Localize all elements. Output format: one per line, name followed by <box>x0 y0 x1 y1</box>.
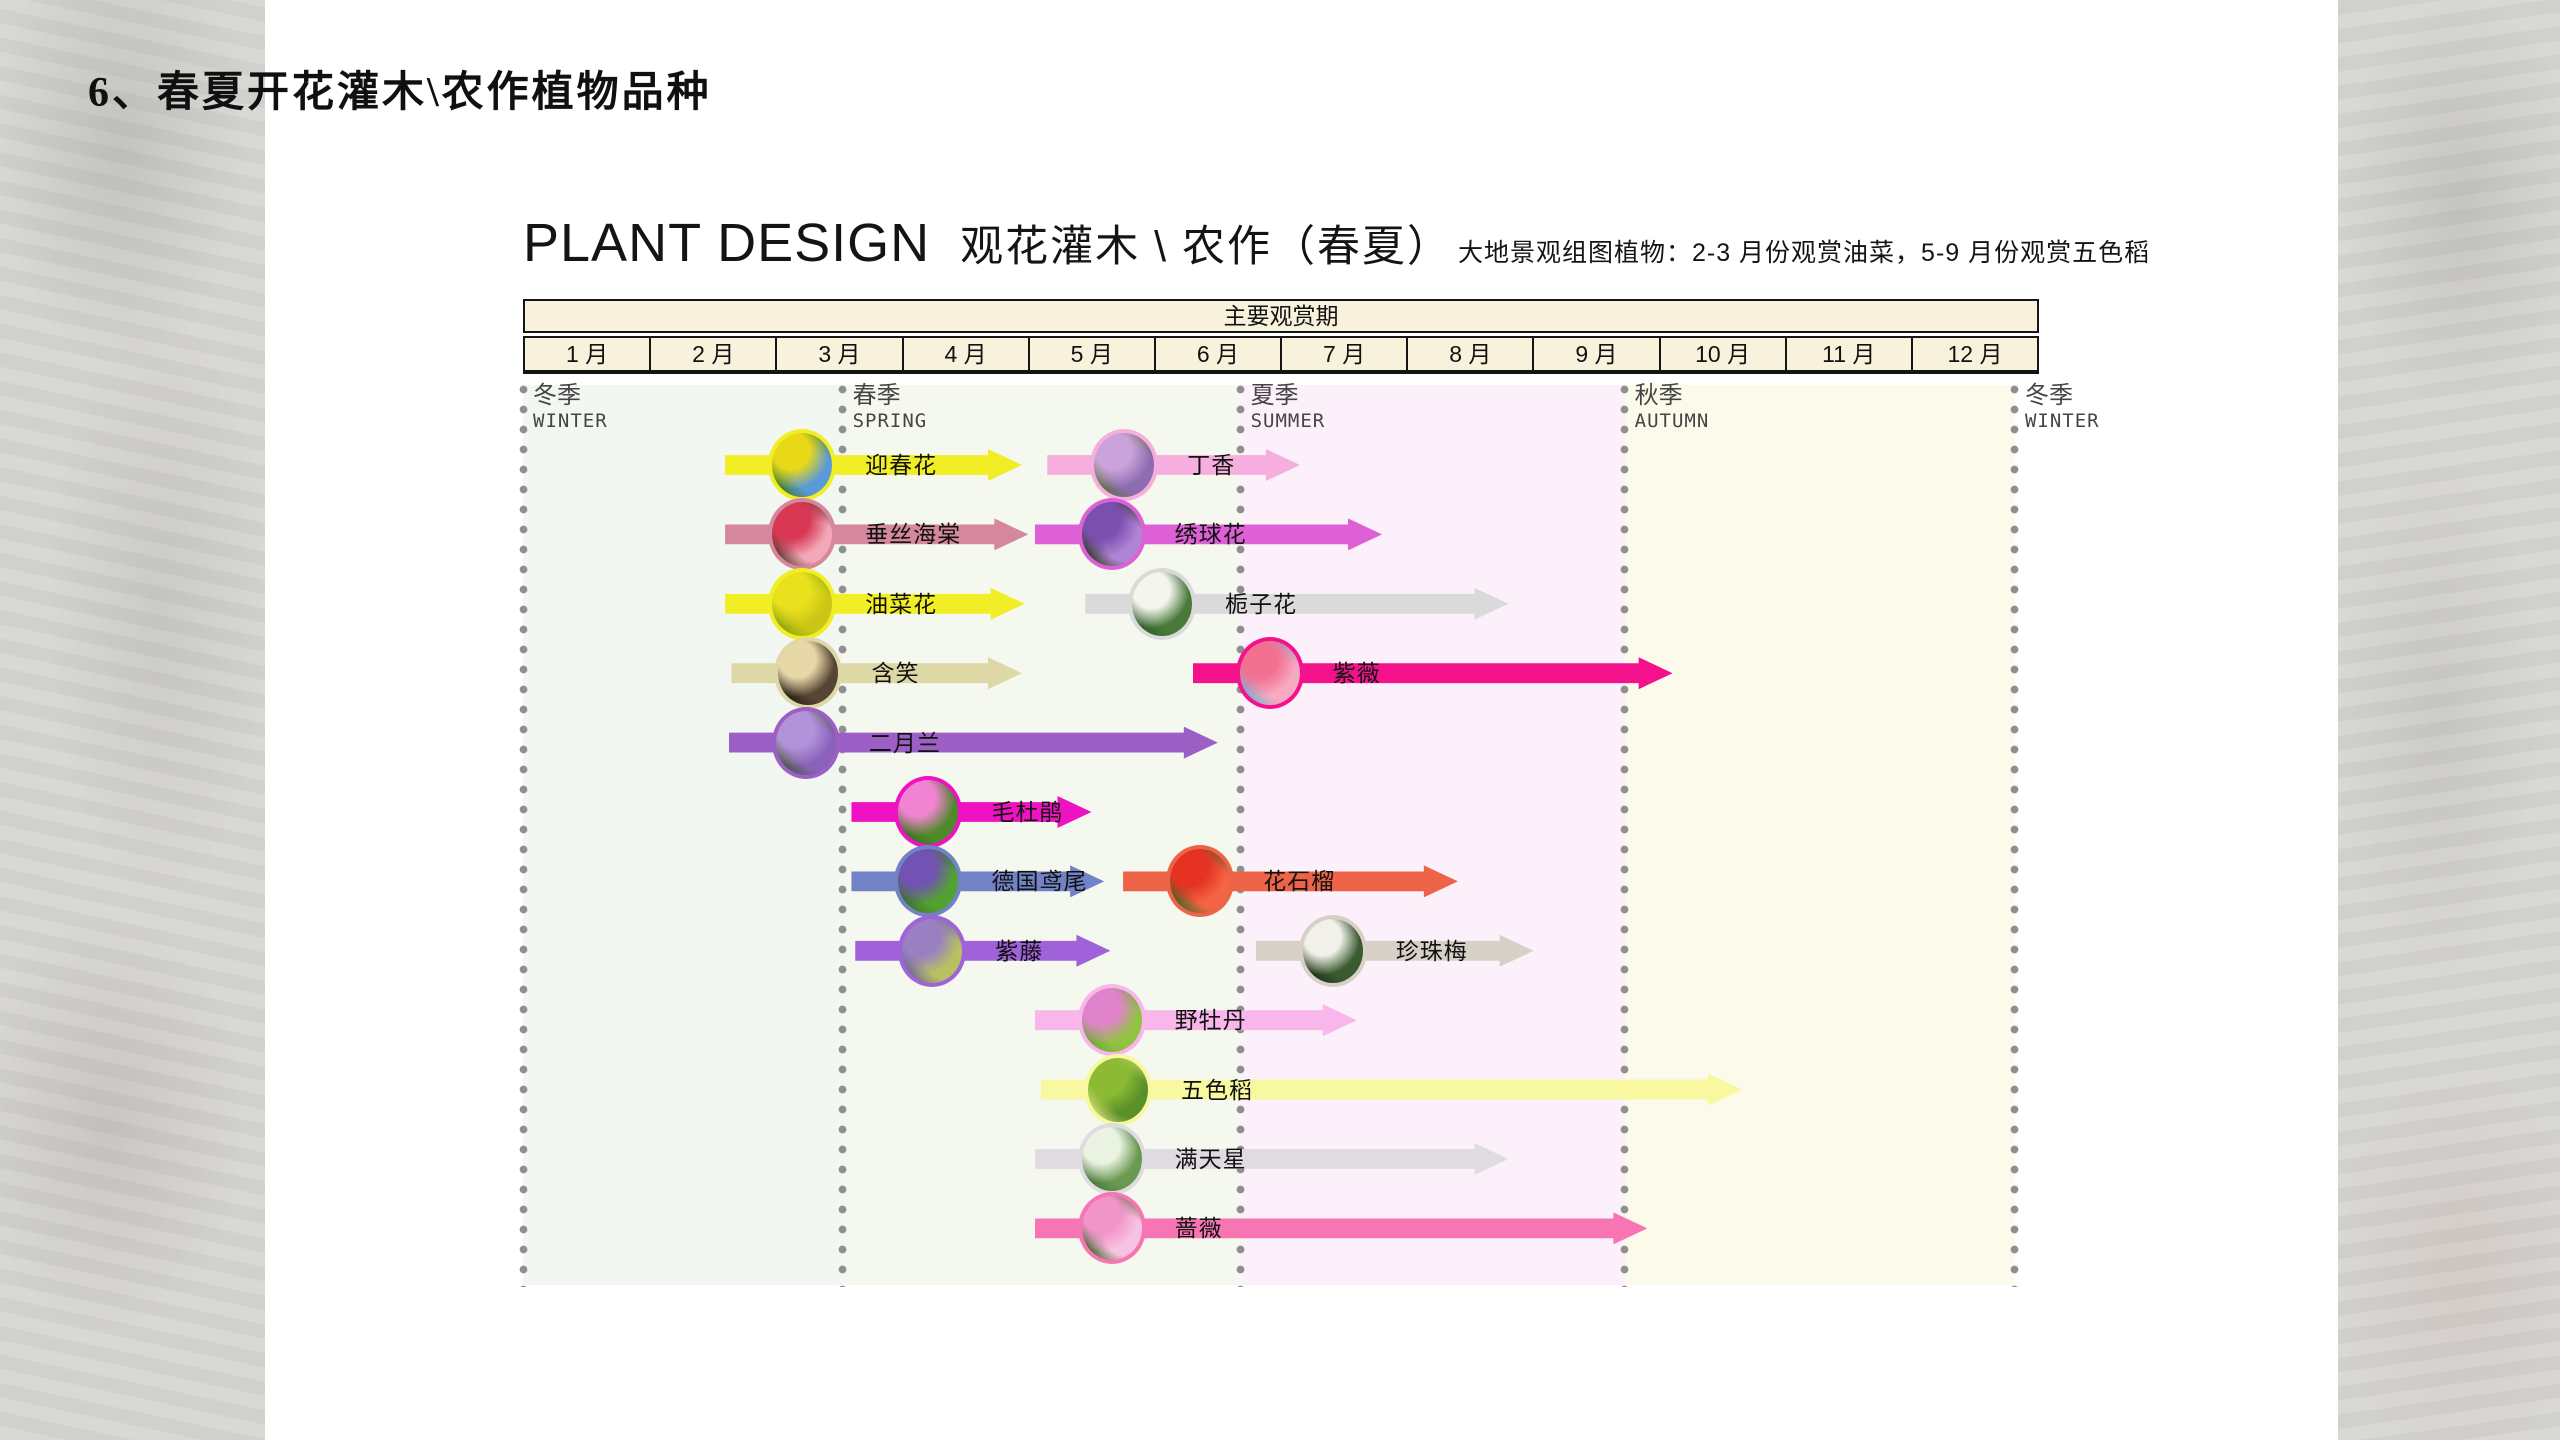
plant-name-label: 野牡丹 <box>1174 1007 1247 1034</box>
season-name-en: SUMMER <box>1250 410 1326 432</box>
season-dotted-line <box>518 385 528 1287</box>
month-cell: 12 月 <box>1910 338 2037 370</box>
month-cell: 9 月 <box>1532 338 1658 370</box>
plant-photo <box>1083 1053 1152 1126</box>
month-cell: 10 月 <box>1658 338 1785 370</box>
season-name-en: SPRING <box>852 410 928 432</box>
plant-photo <box>1077 984 1146 1057</box>
month-cell: 8 月 <box>1406 338 1532 370</box>
plant-photo <box>1128 567 1197 640</box>
season-band <box>1624 385 2015 1285</box>
month-cell: 6 月 <box>1153 338 1280 370</box>
season-name-zh: 秋季 <box>1634 382 1683 409</box>
plant-photo <box>1077 1192 1146 1265</box>
season-name-zh: 冬季 <box>533 382 581 409</box>
heading-subtitle: 大地景观组图植物：2-3 月份观赏油菜，5-9 月份观赏五色稻 <box>1457 239 2151 267</box>
month-cell: 5 月 <box>1027 338 1154 370</box>
plant-name-label: 紫薇 <box>1332 660 1381 687</box>
month-cell: 11 月 <box>1784 338 1911 370</box>
chart-heading: PLANT DESIGN 观花灌木 \ 农作（春夏） 大地景观组图植物：2-3 … <box>523 212 2150 274</box>
plant-photo <box>898 914 967 987</box>
table-header-cell: 主要观赏期 <box>523 299 2039 333</box>
plant-name-label: 花石榴 <box>1263 868 1336 895</box>
left-texture-panel <box>0 0 265 1440</box>
month-cell: 7 月 <box>1280 338 1406 370</box>
plant-photo <box>1077 498 1146 571</box>
plant-name-label: 垂丝海棠 <box>865 521 962 548</box>
plant-photo <box>1298 914 1367 987</box>
heading-title-zh: 观花灌木 \ 农作（春夏） <box>960 223 1452 271</box>
plant-photo <box>771 706 840 779</box>
plant-photo <box>768 498 837 571</box>
season-dotted-line <box>838 385 848 1287</box>
plant-name-label: 二月兰 <box>868 729 941 756</box>
plant-name-label: 珍珠梅 <box>1395 937 1468 964</box>
plant-name-label: 满天星 <box>1174 1146 1247 1172</box>
season-name-en: WINTER <box>2024 410 2100 432</box>
plant-name-label: 紫藤 <box>995 937 1044 964</box>
season-dotted-line <box>1236 385 1246 1287</box>
plant-name-label: 毛杜鹃 <box>991 799 1064 825</box>
plant-photo <box>768 429 837 501</box>
heading-title-en: PLANT DESIGN <box>523 213 931 273</box>
plant-name-label: 含笑 <box>871 660 920 687</box>
plant-name-label: 迎春花 <box>865 452 938 478</box>
month-cell: 4 月 <box>901 338 1028 370</box>
plant-name-label: 蔷薇 <box>1174 1215 1223 1242</box>
plant-name-label: 栀子花 <box>1225 590 1298 617</box>
plant-name-label: 油菜花 <box>865 590 938 617</box>
plant-name-label: 五色稻 <box>1180 1076 1253 1103</box>
season-name-zh: 春季 <box>852 382 901 409</box>
season-name-zh: 夏季 <box>1250 382 1299 409</box>
plant-name-label: 德国鸢尾 <box>991 868 1088 895</box>
plant-photo <box>768 567 837 640</box>
season-name-zh: 冬季 <box>2024 382 2073 409</box>
season-dotted-line <box>2010 385 2020 1287</box>
month-cell: 1 月 <box>565 341 609 367</box>
page-title: 6、春夏开花灌木\农作植物品种 <box>88 70 712 116</box>
plant-photo <box>1235 637 1304 710</box>
plant-photo <box>1166 845 1235 918</box>
plant-photo <box>1090 429 1159 501</box>
plant-photo <box>1077 1123 1146 1195</box>
season-name-en: WINTER <box>533 410 608 432</box>
season-name-en: AUTUMN <box>1634 410 1710 432</box>
right-texture-panel <box>2338 0 2560 1440</box>
month-cell: 3 月 <box>775 338 901 370</box>
plant-name-label: 绣球花 <box>1174 521 1247 548</box>
plant-name-label: 丁香 <box>1187 452 1236 478</box>
month-cell: 2 月 <box>649 338 775 370</box>
season-dotted-line <box>1620 385 1630 1287</box>
plant-photo <box>894 776 963 848</box>
